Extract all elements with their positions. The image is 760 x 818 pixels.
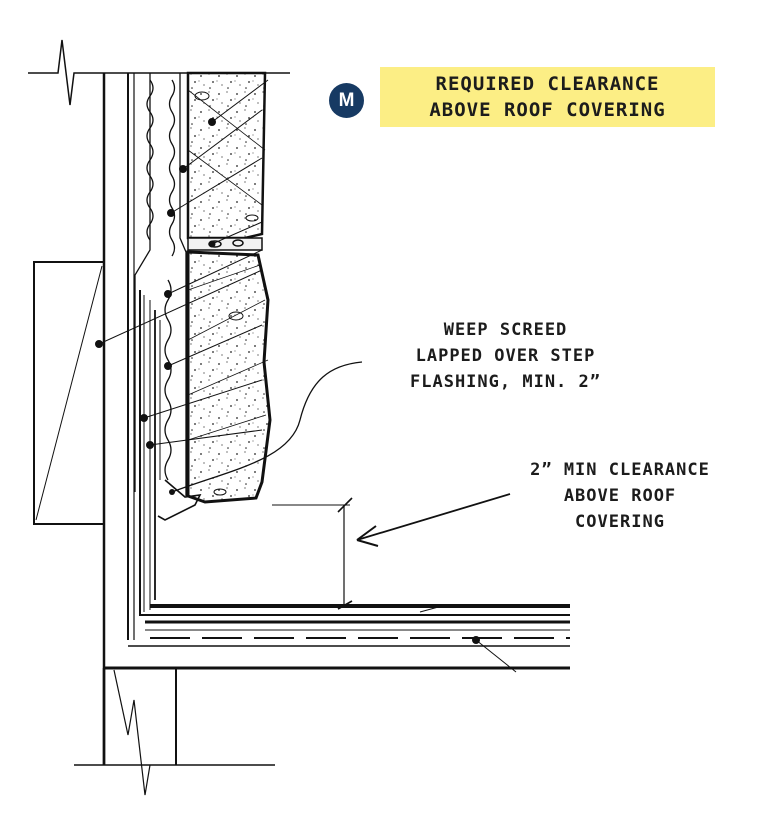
leader-lines	[95, 79, 517, 673]
weep-screed-label-2: LAPPED OVER STEP	[415, 346, 596, 366]
lower-wall-break	[74, 668, 275, 796]
weep-screed-leader	[171, 361, 363, 493]
top-break-line	[28, 39, 290, 106]
wall-framing	[102, 73, 135, 765]
callout-highlight	[380, 67, 715, 127]
stone-veneer-upper	[186, 71, 267, 240]
clearance-dimension	[272, 493, 511, 610]
side-trim-block	[33, 261, 105, 525]
weep-screed-label-1: WEEP SCREED	[443, 320, 568, 340]
clearance-label-1: 2” MIN CLEARANCE	[530, 460, 710, 480]
mortar-joint	[187, 237, 263, 251]
stone-veneer-lower	[186, 250, 272, 504]
step-flashing	[139, 290, 570, 616]
callout-line-1: REQUIRED CLEARANCE	[435, 73, 660, 95]
clearance-label-3: COVERING	[575, 512, 665, 532]
callout-line-2: ABOVE ROOF COVERING	[429, 99, 666, 121]
roof-layers	[104, 604, 570, 670]
weep-screed-label-3: FLASHING, MIN. 2”	[410, 372, 601, 392]
scratch-coat	[134, 73, 187, 496]
clearance-label-2: ABOVE ROOF	[563, 486, 677, 506]
detail-badge: M	[329, 83, 364, 118]
